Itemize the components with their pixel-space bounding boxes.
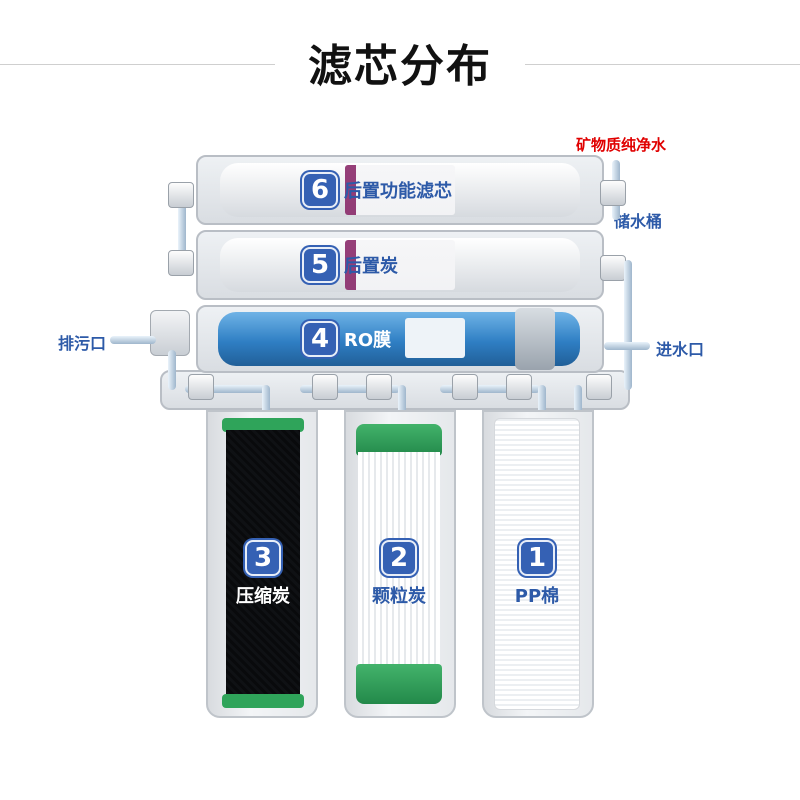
filter-badge-5: 5 后置炭 (302, 247, 398, 283)
header-rule-left (0, 64, 275, 65)
fitting-b (312, 374, 338, 400)
filter-number-6: 6 (302, 172, 338, 208)
filter-name-6: 后置功能滤芯 (344, 181, 452, 202)
ro-membrane-end-cap (515, 308, 555, 370)
granular-carbon-cap-bottom (356, 664, 442, 704)
filter-name-4: RO膜 (344, 330, 392, 351)
filter-name-1: PP棉 (514, 586, 560, 607)
header-rule-right (525, 64, 800, 65)
bottom-pipe-2-down (398, 385, 406, 420)
filter-number-5: 5 (302, 247, 338, 283)
bottom-pipe-2 (300, 385, 400, 393)
fitting-d (452, 374, 478, 400)
filter-name-5: 后置炭 (344, 256, 398, 277)
filter-number-1: 1 (519, 540, 555, 576)
left-fitting-top (168, 182, 194, 208)
drain-pipe-down (168, 350, 176, 390)
compressed-carbon-cap-bottom (222, 694, 304, 708)
filter-badge-4: 4 RO膜 (302, 321, 391, 357)
filter-number-4: 4 (302, 321, 338, 357)
mineral-water-label: 矿物质纯净水 (576, 136, 667, 154)
bottom-pipe-1-down (262, 385, 270, 420)
filter-name-2: 颗粒炭 (372, 586, 426, 607)
bottom-pipe-3-down (538, 385, 546, 420)
right-fitting-top (600, 180, 626, 206)
inlet-label: 进水口 (656, 340, 705, 359)
compressed-carbon-cap-top (222, 418, 304, 432)
drain-valve (150, 310, 190, 356)
filter-number-2: 2 (381, 540, 417, 576)
right-fitting-mid (600, 255, 626, 281)
fitting-a (188, 374, 214, 400)
ro-membrane-sticker (405, 318, 465, 358)
filter-badge-3: 3 压缩炭 (228, 540, 298, 608)
filter-badge-1: 1 PP棉 (502, 540, 572, 608)
granular-carbon-cap-top (356, 424, 442, 456)
fitting-c (366, 374, 392, 400)
bottom-pipe-3 (440, 385, 540, 393)
fitting-e (506, 374, 532, 400)
storage-tank-label: 储水桶 (614, 212, 663, 231)
cartridge-5-sticker (345, 240, 455, 290)
left-fitting-mid (168, 250, 194, 276)
cartridge-6-sticker (345, 165, 455, 215)
drain-label: 排污口 (58, 334, 107, 353)
compressed-carbon-body (226, 430, 300, 698)
inlet-pipe (604, 342, 650, 350)
left-pipe-top (178, 185, 186, 265)
filter-name-3: 压缩炭 (236, 586, 290, 607)
bottom-pipe-4-down (574, 385, 582, 420)
fitting-f (586, 374, 612, 400)
right-pipe-low (624, 260, 632, 390)
filter-number-3: 3 (245, 540, 281, 576)
filter-badge-2: 2 颗粒炭 (364, 540, 434, 608)
drain-pipe (110, 336, 156, 344)
page-title: 滤芯分布 (308, 41, 492, 92)
filter-badge-6: 6 后置功能滤芯 (302, 172, 452, 208)
bottom-pipe-1 (185, 385, 265, 393)
